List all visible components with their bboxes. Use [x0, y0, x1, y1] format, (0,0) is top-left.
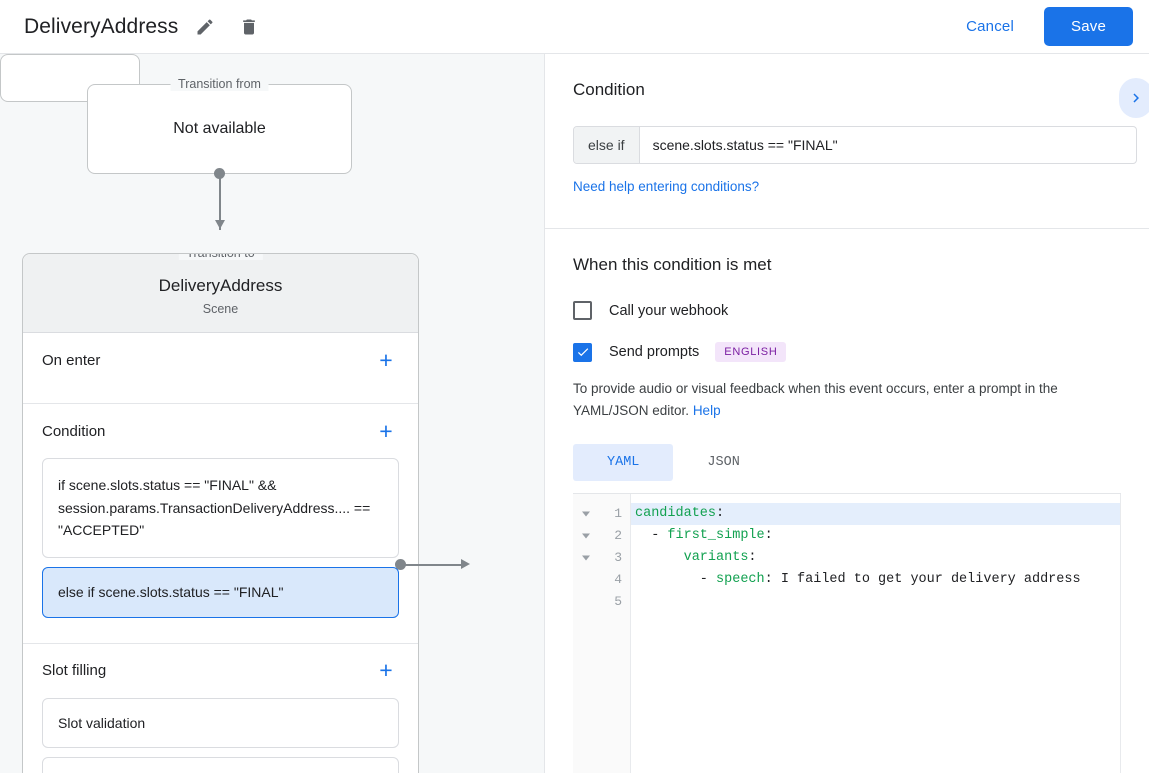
prompts-description-text: To provide audio or visual feedback when… [573, 381, 1058, 418]
scene-header: DeliveryAddress Scene [23, 254, 418, 333]
condition-heading: Condition [573, 80, 645, 99]
scene-section: Slot filling + Slot validationTransactionD… [23, 644, 418, 773]
line-number: 4 [614, 572, 622, 588]
fold-arrow-icon[interactable] [582, 555, 590, 561]
scene-sections: On enter + Condition + if scene.slots.status… [23, 333, 418, 773]
trash-icon[interactable] [232, 10, 266, 44]
editor-line-number: 4 [573, 569, 630, 591]
prompts-help-link[interactable]: Help [692, 402, 721, 418]
section-header: Condition + [42, 404, 399, 458]
connector-arrow-down [214, 220, 225, 229]
section-header: On enter + [42, 333, 399, 387]
editor-code-line[interactable]: variants: [631, 547, 1121, 569]
scene-section: Condition + if scene.slots.status == "FINA… [23, 404, 418, 644]
section-title: Slot filling [42, 662, 107, 680]
list-item[interactable]: if scene.slots.status == "FINAL" && sess… [42, 458, 399, 559]
editor-code-line[interactable] [631, 591, 1121, 613]
editor-code-line[interactable]: candidates: [631, 502, 1121, 525]
yaml-key: variants [683, 549, 749, 565]
editor-gutter: 1 2 3 4 5 [573, 493, 631, 773]
scene-kind: Scene [202, 302, 239, 316]
line-number: 2 [614, 528, 622, 544]
cancel-button[interactable]: Cancel [950, 9, 1030, 44]
page-title: DeliveryAddress [24, 14, 179, 38]
connector-line [219, 174, 221, 230]
save-button[interactable]: Save [1044, 7, 1133, 46]
add-icon[interactable]: + [379, 417, 393, 444]
yaml-editor[interactable]: 1 2 3 4 5 candidates: - first_simple: varian… [573, 492, 1121, 773]
panel-divider [544, 54, 545, 773]
webhook-row[interactable]: Call your webhook [573, 301, 1121, 320]
yaml-key: speech [716, 571, 765, 587]
yaml-separator: : I failed to get your delivery address [764, 571, 1081, 587]
scene-section: On enter + [23, 333, 418, 404]
send-prompts-row[interactable]: Send prompts ENGLISH [573, 342, 1121, 362]
transition-from-node[interactable]: Transition from Not available [87, 77, 352, 174]
section-title: Condition [42, 422, 106, 440]
when-condition-met-section: When this condition is met Call your web… [545, 229, 1149, 773]
chevron-right-icon[interactable] [1119, 78, 1149, 118]
send-prompts-checkbox[interactable] [573, 342, 592, 362]
prompts-description: To provide audio or visual feedback when… [573, 378, 1121, 422]
list-item[interactable]: TransactionDeliveryAddress [42, 757, 399, 773]
fold-arrow-icon[interactable] [582, 533, 590, 539]
webhook-checkbox[interactable] [573, 301, 592, 320]
condition-chip-selected[interactable]: else if scene.slots.status == "FINAL" [42, 567, 399, 618]
flow-canvas: Transition from Not available Transition… [0, 54, 545, 773]
condition-output-dot [395, 559, 406, 570]
yaml-separator: : [716, 505, 725, 521]
line-number: 5 [614, 594, 622, 610]
add-icon[interactable]: + [379, 346, 393, 373]
detail-panel: Condition else if scene.slots.status == … [545, 54, 1149, 773]
scene-name: DeliveryAddress [158, 276, 283, 295]
language-badge: ENGLISH [715, 342, 787, 362]
line-number: 1 [614, 506, 622, 522]
condition-output-arrow [461, 559, 470, 569]
connector-dot [214, 168, 225, 179]
list-item[interactable]: Slot validation [42, 697, 399, 749]
when-met-heading: When this condition is met [573, 255, 772, 274]
fold-arrow-icon[interactable] [582, 511, 590, 517]
condition-output-line [401, 564, 463, 566]
editor-code-line[interactable]: - speech: I failed to get your delivery … [635, 571, 1081, 587]
add-icon[interactable]: + [379, 657, 393, 684]
condition-expression-input[interactable]: scene.slots.status == "FINAL" [652, 137, 838, 153]
transition-from-legend: Transition from [170, 77, 269, 91]
editor-line-number: 3 [573, 547, 630, 569]
transition-from-value: Not available [173, 120, 266, 137]
top-bar: DeliveryAddress Cancel Save [0, 0, 1149, 54]
editor-code-line[interactable]: - first_simple: [635, 527, 773, 543]
condition-input-row[interactable]: else if scene.slots.status == "FINAL" [573, 126, 1137, 164]
tab-yaml[interactable]: YAML [573, 443, 674, 481]
editor-line-number: 1 [573, 503, 630, 525]
yaml-separator: : [748, 549, 757, 565]
line-number: 3 [614, 550, 622, 566]
transition-to-legend: Transition to [178, 254, 263, 260]
tab-json[interactable]: JSON [707, 454, 740, 470]
editor-line-number: 5 [573, 591, 630, 613]
condition-help-link[interactable]: Need help entering conditions? [573, 179, 760, 194]
yaml-key: first_simple [667, 527, 765, 543]
yaml-key: candidates [635, 505, 717, 521]
pencil-icon[interactable] [188, 10, 222, 44]
section-title: On enter [42, 351, 101, 369]
editor-code-area[interactable]: candidates: - first_simple: variants: - … [631, 494, 1121, 773]
editor-line-number: 2 [573, 525, 630, 547]
transition-to-node: Transition to DeliveryAddress Scene On e… [22, 253, 419, 773]
send-prompts-label: Send prompts [609, 344, 700, 360]
condition-section: Condition else if scene.slots.status == … [545, 54, 1149, 229]
condition-prefix: else if [574, 127, 640, 163]
editor-right-edge [1120, 493, 1121, 773]
section-header: Slot filling + [42, 644, 399, 698]
editor-format-tabs: YAML JSON [573, 443, 1121, 481]
yaml-separator: : [764, 527, 773, 543]
webhook-label: Call your webhook [609, 302, 729, 319]
